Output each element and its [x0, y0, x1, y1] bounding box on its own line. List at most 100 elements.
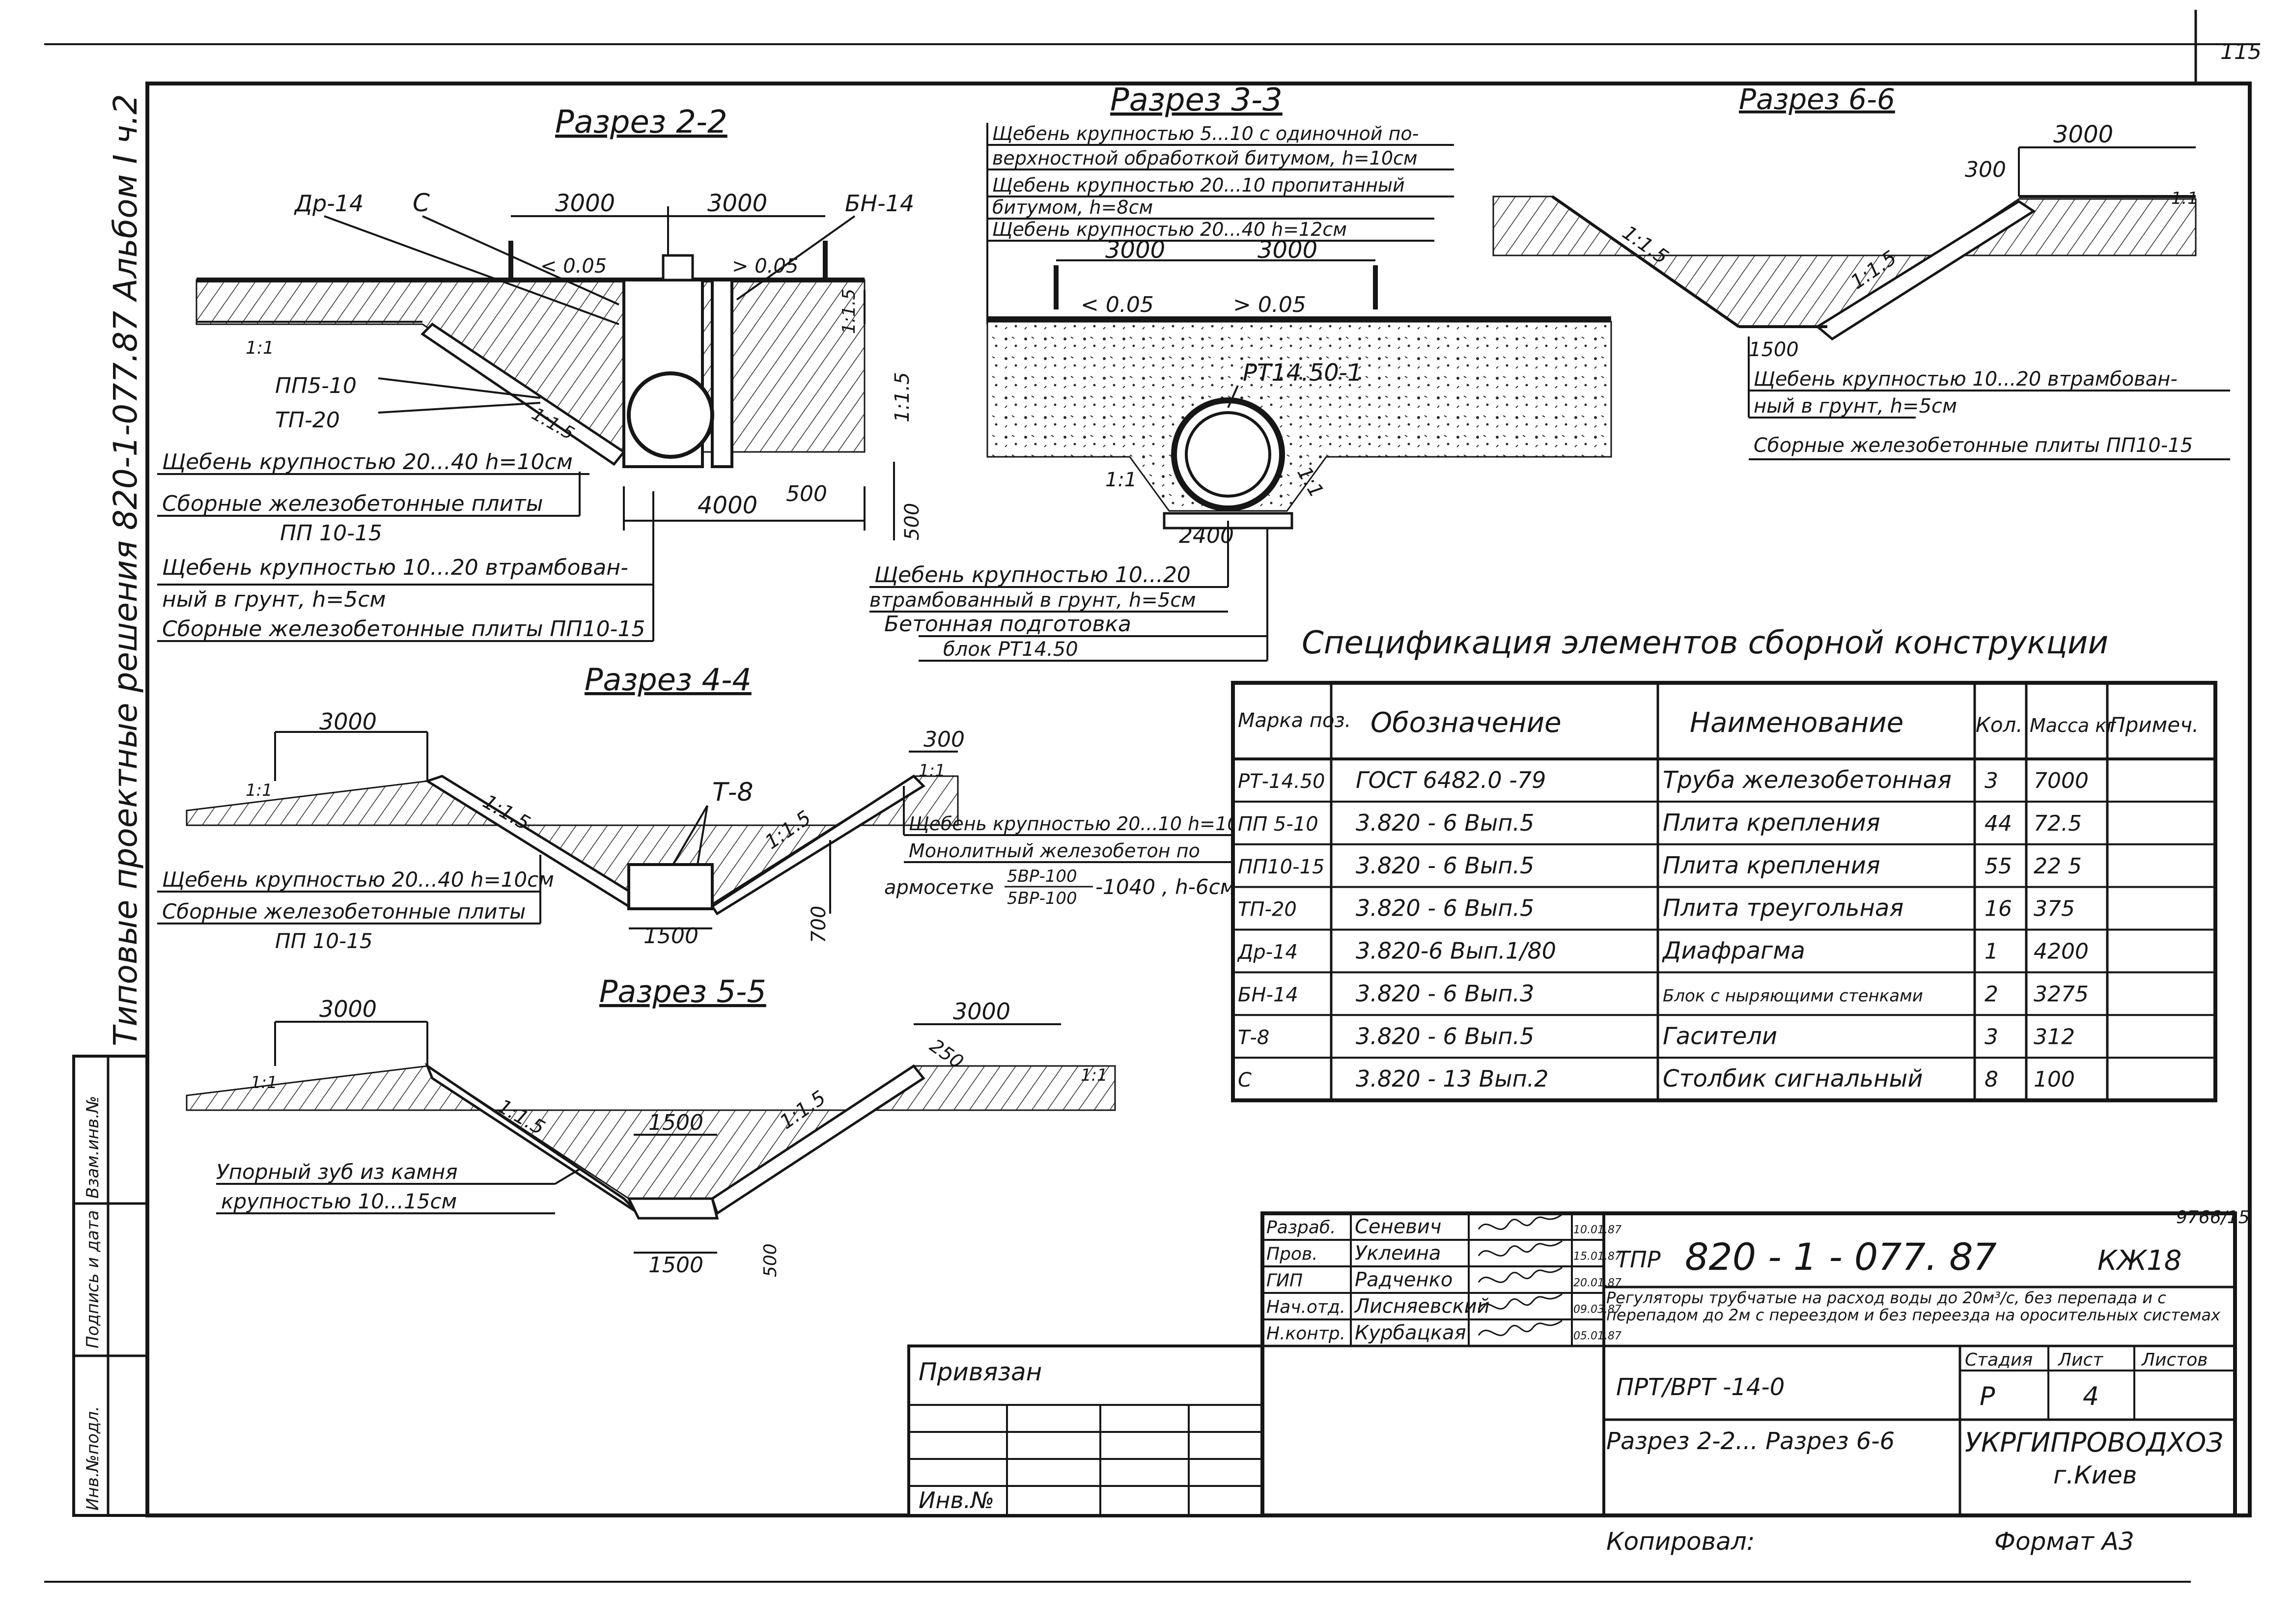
- s22-dim-3000-left: 3000: [555, 190, 615, 217]
- handwritten-signature: [1478, 1240, 1563, 1257]
- spec-cell: 7000: [2034, 768, 2089, 793]
- signature-name: Курбацкая: [1355, 1322, 1466, 1344]
- spec-header-note: Примеч.: [2110, 713, 2199, 737]
- s44-slope-3: 1:1: [246, 781, 273, 800]
- spec-cell: Др-14: [1237, 941, 1298, 964]
- spec-cell: 44: [1985, 811, 2012, 836]
- stamp-inv-label: Инв.№подл.: [83, 1406, 103, 1511]
- spec-cell: РТ-14.50: [1238, 770, 1325, 793]
- spec-cell: Труба железобетонная: [1663, 766, 1952, 794]
- s22-label-pp5-10: ПП5-10: [275, 373, 357, 398]
- s22-label-tp20: ТП-20: [275, 408, 340, 433]
- spec-cell: 8: [1985, 1067, 1998, 1092]
- spec-cell: ПП 5-10: [1238, 813, 1318, 836]
- s44-dim-3000: 3000: [319, 708, 377, 735]
- handwritten-signature: [1478, 1320, 1563, 1336]
- s33-dim-3000-left: 3000: [1105, 236, 1165, 264]
- s22-dim-500-v: 500: [901, 503, 923, 540]
- project-prefix: ТПР: [1616, 1246, 1661, 1273]
- s44-note-fraction-den: 5ВР-100: [1007, 889, 1077, 908]
- s44-dim-700: 700: [808, 906, 830, 943]
- s22-label-dr14: Др-14: [294, 190, 363, 217]
- project-description: Регуляторы трубчатые на расход воды до 2…: [1606, 1289, 2221, 1324]
- s22-slope-4: 1:1: [246, 338, 274, 358]
- s22-note-5: ный в грунт, h=5см: [162, 587, 386, 612]
- s44-note-fraction-pre: армосетке: [884, 876, 994, 899]
- handwritten-signature: [1478, 1267, 1563, 1283]
- drawing-code: ПРТ/ВРТ -14-0: [1616, 1373, 1785, 1401]
- s44-note-fraction-num: 5ВР-100: [1007, 867, 1077, 886]
- s33-grade-left: < 0.05: [1081, 292, 1154, 317]
- s33-note-2: верхностной обработкой битумом, h=10см: [992, 147, 1418, 169]
- spec-cell: 3.820 - 6 Вып.5: [1356, 810, 1534, 836]
- s33-grade-right: > 0.05: [1233, 292, 1306, 317]
- spec-cell: Блок с ныряющими стенками: [1663, 986, 1923, 1006]
- handwritten-signature: [1478, 1214, 1563, 1230]
- format-label: Формат А3: [1994, 1527, 2134, 1556]
- spec-header-mark: Марка поз.: [1238, 709, 1351, 732]
- s66-note-1: Щебень крупностью 10...20 втрамбован-: [1754, 368, 2178, 391]
- spec-cell: 3275: [2034, 981, 2089, 1007]
- spec-cell: ГОСТ 6482.0 -79: [1356, 767, 1546, 793]
- spec-cell: Плита крепления: [1663, 809, 1880, 837]
- sheets-header: Листов: [2141, 1350, 2208, 1370]
- s66-note-3: Сборные железобетонные плиты ПП10-15: [1754, 434, 2193, 457]
- section-2-2-title: Разрез 2-2: [555, 104, 727, 140]
- spec-title: Спецификация элементов сборной конструкц…: [1302, 625, 2108, 661]
- s44-dim-1500: 1500: [643, 924, 699, 949]
- s22-slope-2: 1:1.5: [891, 372, 914, 422]
- s44-dim-300: 300: [923, 727, 965, 752]
- stage-header: Стадия: [1965, 1350, 2033, 1370]
- section-4-4: Разрез 4-4 3000 300 1500 700 1:1.5 1:1.5…: [157, 662, 1263, 953]
- s22-note-1: Щебень крупностью 20...40 h=10см: [162, 449, 573, 475]
- spec-cell: 3: [1985, 768, 1998, 793]
- s33-pipe-label: РТ14.50-1: [1243, 359, 1363, 387]
- spec-cell: Плита треугольная: [1663, 895, 1903, 922]
- signature-role: Пров.: [1266, 1244, 1318, 1264]
- spec-cell: С: [1238, 1069, 1252, 1092]
- spec-cell: 22 5: [2034, 854, 2082, 879]
- s22-note-2: Сборные железобетонные плиты: [162, 491, 543, 516]
- section-3-3: Разрез 3-3 Щебень крупностью 5...10 с од…: [869, 82, 1612, 662]
- signature-role: ГИП: [1266, 1271, 1303, 1291]
- s22-label-c: С: [413, 189, 430, 217]
- s66-dim-3000: 3000: [2053, 121, 2113, 148]
- signature-date: 05.01.87: [1573, 1330, 1621, 1343]
- s33-dim-3000-right: 3000: [1258, 236, 1317, 264]
- s22-note-3: ПП 10-15: [280, 521, 382, 546]
- stamp-replaced-label: Взам.инв.№: [83, 1096, 103, 1199]
- s22-grade-right: > 0.05: [732, 255, 798, 278]
- s55-dim-3000-right: 3000: [953, 998, 1010, 1025]
- section-5-5-title: Разрез 5-5: [599, 974, 766, 1009]
- s66-dim-1500: 1500: [1749, 338, 1799, 361]
- s44-note-left-3: ПП 10-15: [275, 929, 373, 953]
- spec-cell: 3.820 - 6 Вып.3: [1356, 980, 1534, 1007]
- s44-note-right-2: Монолитный железобетон по: [909, 840, 1200, 862]
- s55-dim-3000-left: 3000: [319, 996, 377, 1022]
- s22-label-bn14: БН-14: [845, 190, 914, 217]
- s66-slope-end: 1:1: [2171, 189, 2198, 208]
- inventory-code: 9766/15: [2176, 1207, 2250, 1228]
- spec-cell: ПП10-15: [1238, 856, 1324, 878]
- signature-role: Разраб.: [1266, 1218, 1336, 1238]
- sheet-header: Лист: [2057, 1350, 2103, 1370]
- stage-value: Р: [1980, 1382, 1995, 1411]
- project-code: 820 - 1 - 077. 87: [1685, 1235, 1997, 1279]
- signature-name: Радченко: [1355, 1269, 1453, 1291]
- section-6-6-title: Разрез 6-6: [1739, 83, 1895, 116]
- spec-cell: 3.820-6 Вып.1/80: [1356, 938, 1556, 964]
- s22-dim-500-h: 500: [786, 481, 827, 506]
- spec-cell: 1: [1985, 939, 1998, 964]
- s33-bottom-note-1: Щебень крупностью 10...20: [874, 562, 1191, 588]
- signature-date: 15.01.87: [1573, 1251, 1621, 1263]
- s55-slope-3: 1:1: [251, 1073, 278, 1092]
- spec-cell: 3: [1985, 1024, 1998, 1049]
- corner-sheet-number: 115: [2220, 39, 2262, 64]
- s44-note-fraction-post: -1040 , h-6см: [1095, 875, 1235, 899]
- organization-city: г.Киев: [2053, 1461, 2137, 1489]
- spec-cell: Т-8: [1238, 1026, 1269, 1049]
- s55-note-2: крупностью 10...15см: [221, 1189, 457, 1213]
- spec-cell: 375: [2034, 896, 2075, 922]
